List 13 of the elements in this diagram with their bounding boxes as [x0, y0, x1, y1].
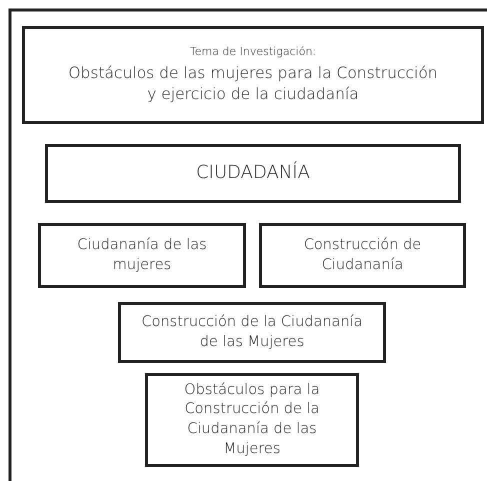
text-box	[145, 373, 359, 467]
text-box	[118, 302, 386, 363]
box-text: CIUDADANÍA	[196, 161, 310, 186]
text-box	[38, 223, 246, 288]
box-heading: Tema de Investigación:	[190, 45, 316, 60]
box-text: Construcción de Ciudananía	[302, 236, 422, 274]
text-box	[22, 26, 484, 124]
box-text: Ciudananía de las mujeres	[76, 236, 208, 274]
box-text: Obstáculos para la Construcción de la Ciudananía de las Mujeres	[183, 380, 321, 459]
box-text: Construcción de la Ciudananía de las Mujeres	[140, 312, 364, 352]
box-text: Obstáculos de las mujeres para la Construcción y ejercicio de la ciudadanía	[67, 63, 439, 105]
text-box	[45, 144, 461, 203]
text-box	[259, 223, 466, 288]
